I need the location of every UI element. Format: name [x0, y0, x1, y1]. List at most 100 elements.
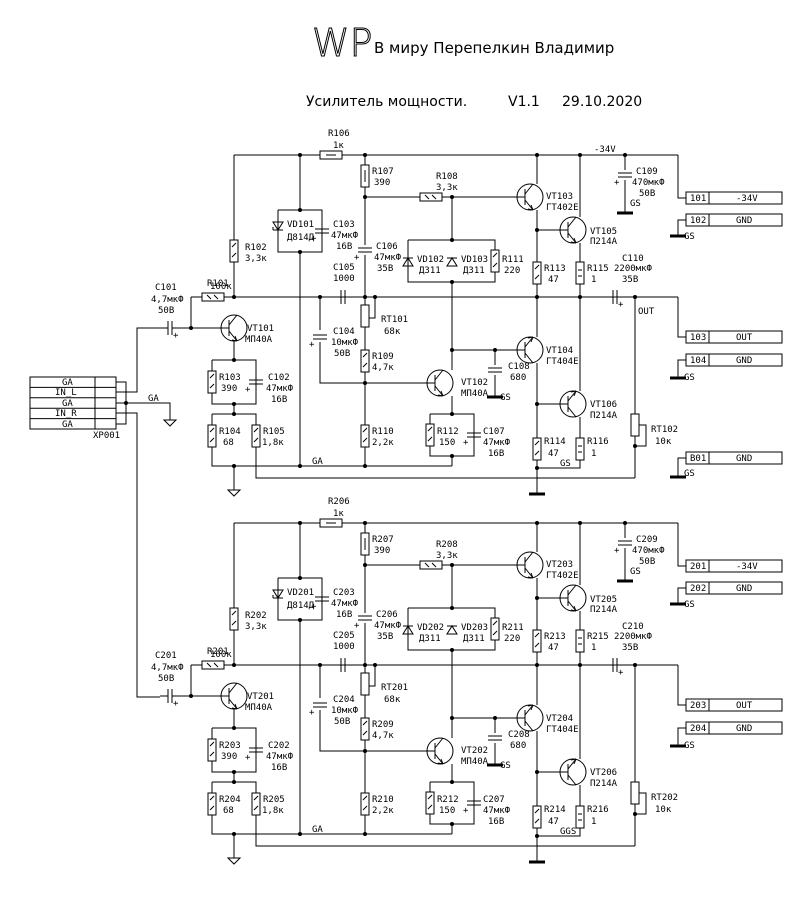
label: ГТ404Е [546, 725, 579, 735]
author: В миру Перепелкин Владимир [374, 39, 614, 57]
terminal-pin: B01 [690, 454, 706, 464]
label: 100к [210, 650, 232, 660]
label: Д814Д [287, 233, 315, 243]
label: 390 [374, 178, 390, 188]
label: Д311 [419, 634, 441, 644]
label: Д814Д [287, 601, 315, 611]
resistor-body [207, 370, 217, 394]
label: 220 [504, 266, 520, 276]
connector-terminal [685, 698, 783, 712]
label: R104 [219, 427, 241, 437]
label: 2200мкФ [614, 264, 653, 274]
wire [362, 437, 368, 443]
label: 4,7мкФ [151, 295, 184, 305]
wire [209, 437, 215, 443]
label: П214А [590, 605, 618, 615]
resistor-body [360, 424, 370, 448]
label: 10мкФ [331, 338, 359, 348]
wire [253, 427, 259, 433]
label: П214А [590, 779, 618, 789]
label: МП40А [461, 389, 489, 399]
label: C203 [333, 588, 355, 598]
wire [427, 426, 433, 432]
wire [567, 758, 577, 770]
wire [534, 450, 540, 456]
label: VT203 [546, 560, 573, 570]
wire [209, 805, 215, 811]
wire [231, 339, 238, 342]
pin-label: GA [62, 378, 73, 388]
resistor-body [575, 629, 585, 653]
wire [231, 252, 237, 258]
label: 16В [271, 763, 287, 773]
resistor-body [419, 192, 443, 202]
label: RT101 [381, 315, 408, 325]
plus-sign: + [614, 546, 620, 556]
wire [534, 264, 540, 270]
label: МП40А [245, 703, 273, 713]
wire [573, 758, 577, 765]
label: 390 [221, 752, 237, 762]
label: VT104 [546, 346, 573, 356]
wire [209, 383, 215, 389]
label: OUT [638, 307, 655, 317]
label: 2,2к [372, 438, 394, 448]
label: RT202 [651, 793, 678, 803]
label: R214 [544, 805, 566, 815]
wire [573, 390, 577, 397]
label: R106 [328, 129, 350, 139]
label: 35В [622, 275, 638, 285]
label: 16В [336, 242, 352, 252]
pin-label: GA [62, 399, 73, 409]
wire [434, 369, 444, 381]
label: R108 [436, 172, 458, 182]
label: 47мкФ [483, 806, 511, 816]
label: 1,8к [262, 806, 284, 816]
resistor-body [575, 437, 585, 461]
zener-diode-icon [272, 221, 284, 231]
terminal-label: -34V [736, 562, 758, 572]
label: C108 [508, 362, 530, 372]
diode-icon [402, 257, 414, 267]
label: R204 [219, 795, 241, 805]
wire [369, 665, 376, 687]
wire [362, 720, 368, 726]
wire [677, 727, 686, 746]
plus-sign: + [354, 621, 360, 631]
wire [206, 662, 212, 668]
terminal-label: OUT [736, 701, 753, 711]
label: VT201 [247, 692, 274, 702]
wire [209, 373, 215, 379]
wire [530, 204, 534, 211]
terminal-pin: 203 [690, 701, 706, 711]
resistor-body [360, 304, 370, 328]
label: 390 [221, 384, 237, 394]
wire [527, 576, 534, 579]
label: R205 [263, 795, 285, 805]
terminal-label: OUT [736, 333, 753, 343]
label: 50В [639, 557, 655, 567]
label: R114 [544, 437, 566, 447]
terminal-label: GND [736, 584, 752, 594]
label: 68 [223, 806, 234, 816]
resistor-body [630, 781, 640, 805]
label: R203 [219, 741, 241, 751]
label: VD203 [461, 623, 488, 633]
label: GS [560, 459, 571, 469]
wire [231, 620, 237, 626]
junction [450, 648, 454, 652]
label: VD101 [287, 220, 314, 230]
plus-sign: + [245, 385, 251, 395]
terminal-label: GND [736, 356, 752, 366]
diode-icon [446, 625, 458, 635]
wire [567, 232, 577, 244]
label: МП40А [461, 757, 489, 767]
wire [677, 587, 686, 604]
ground-icon [226, 489, 242, 497]
wire [209, 795, 215, 801]
wire [567, 584, 577, 596]
wire [524, 567, 534, 579]
wire [524, 720, 534, 732]
junction [232, 402, 236, 406]
label: GA [312, 825, 323, 835]
